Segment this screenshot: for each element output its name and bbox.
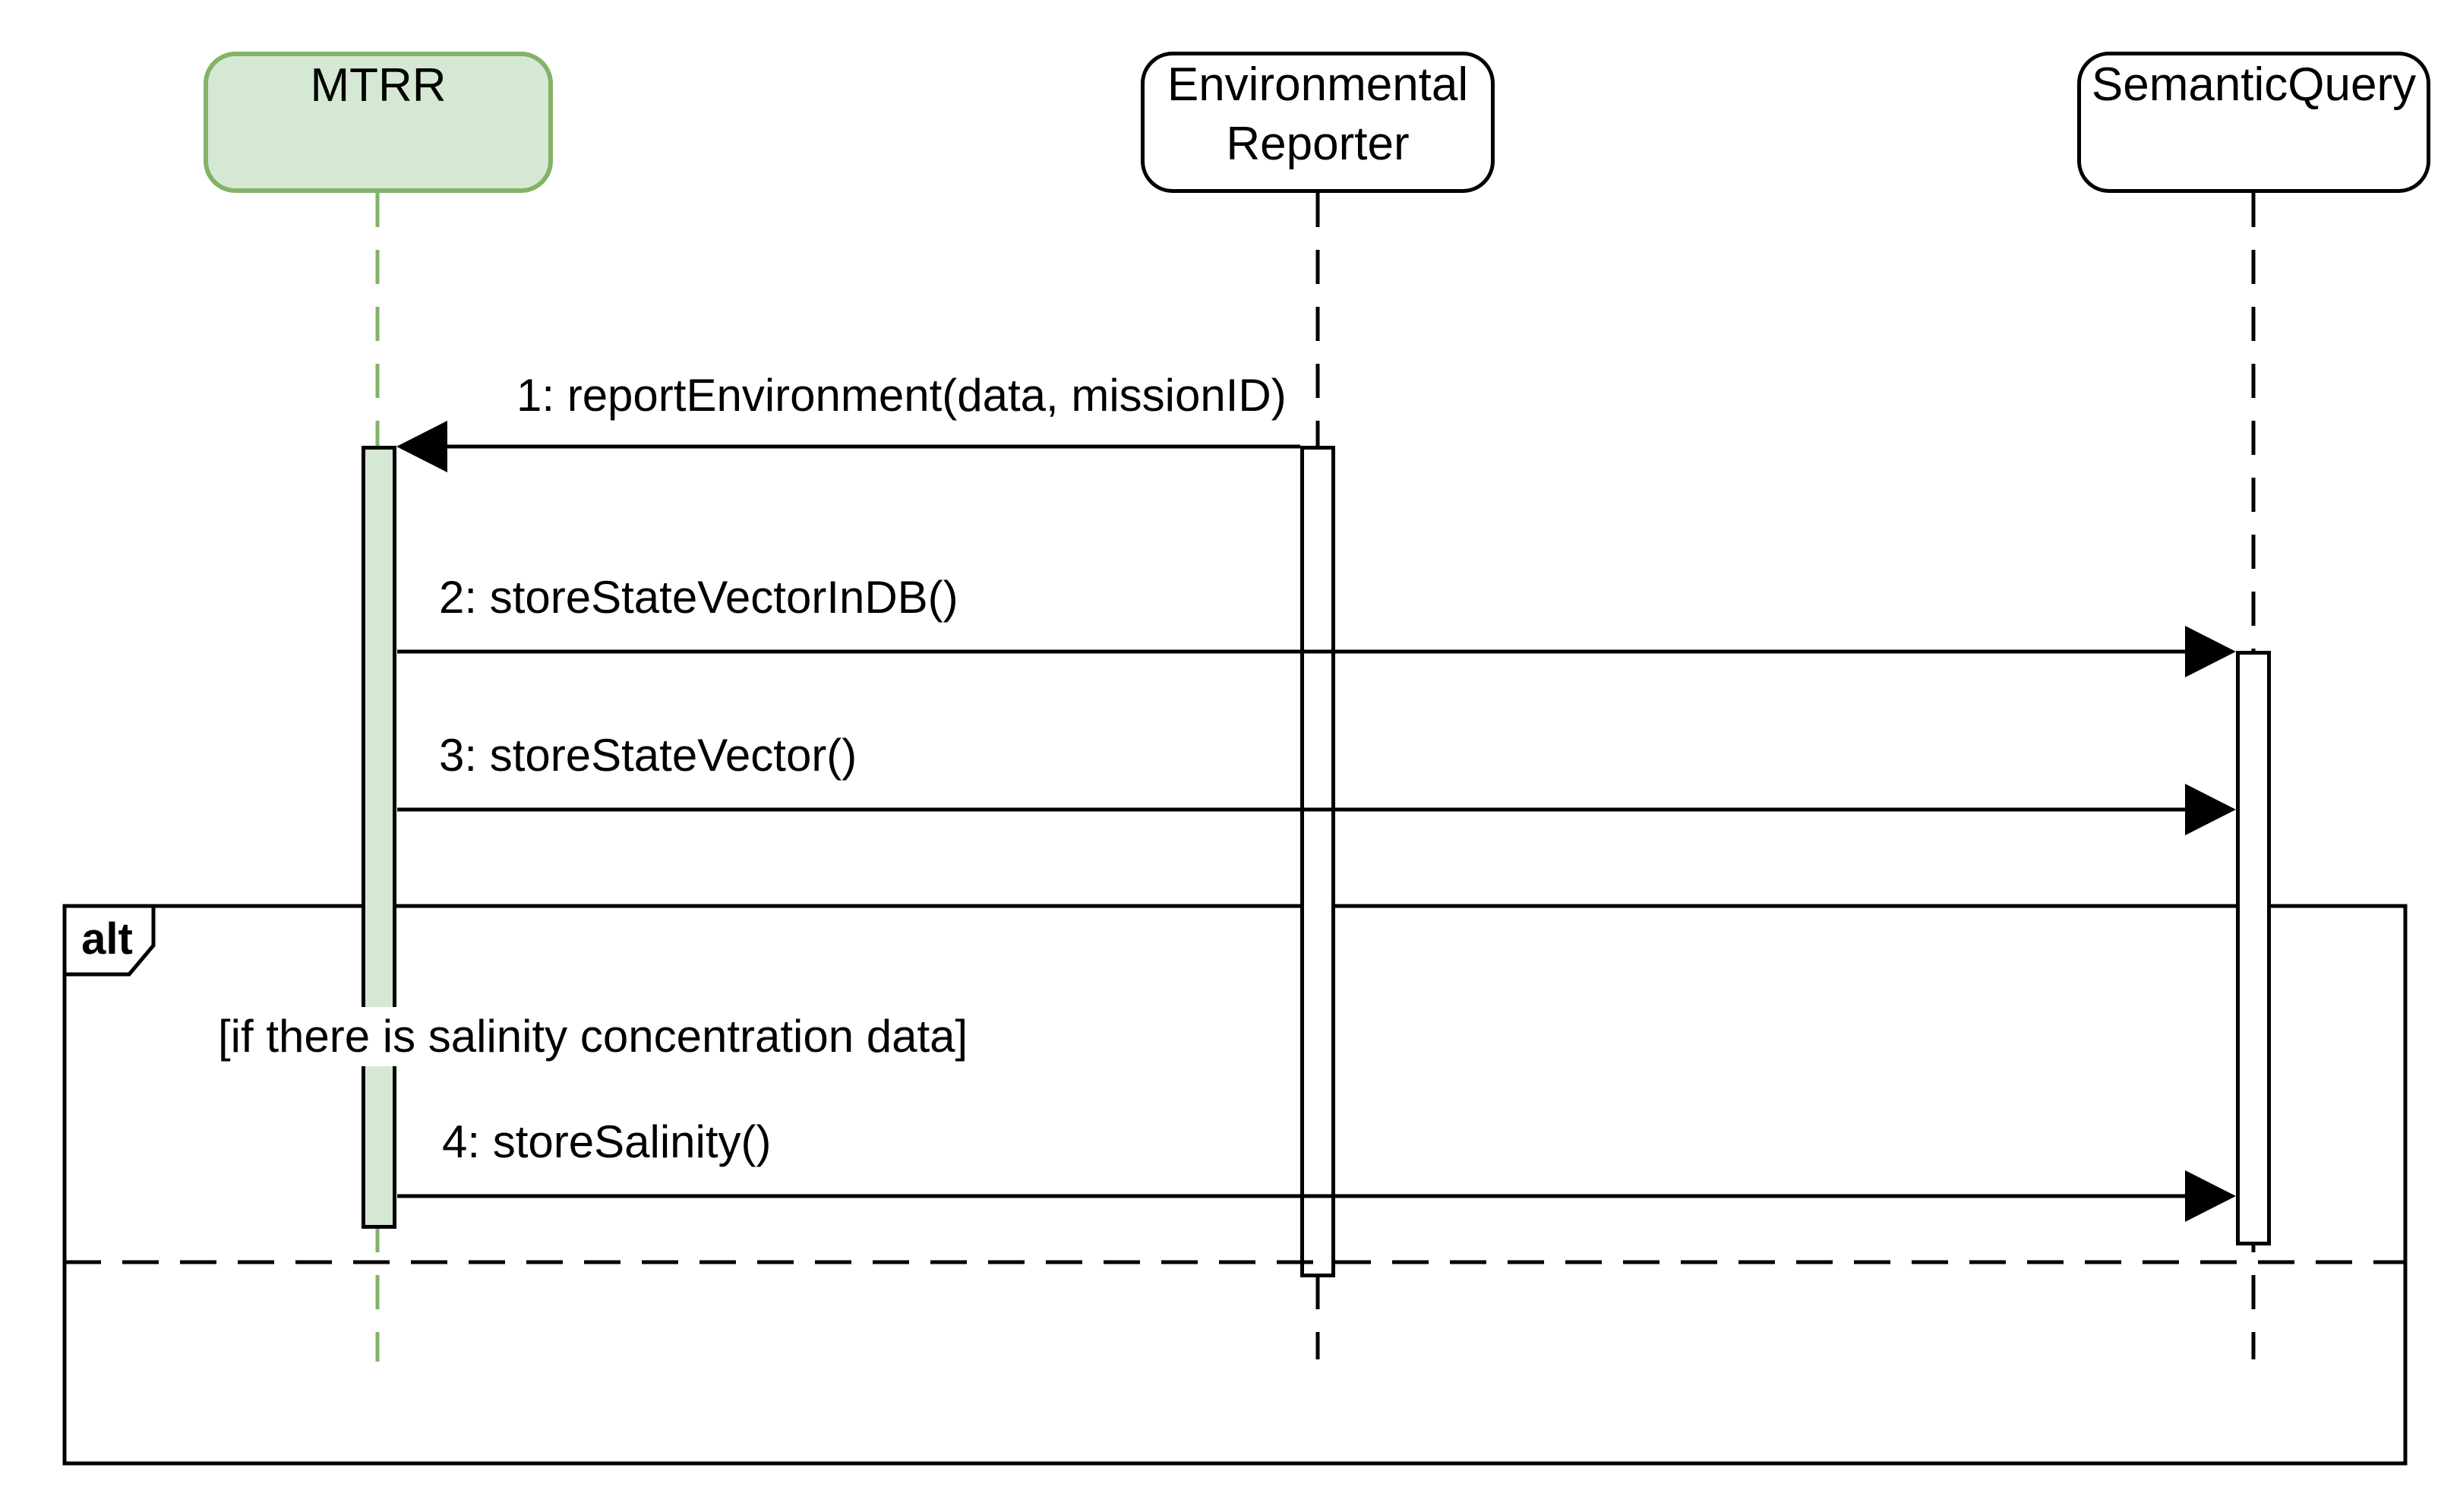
message-4-arrowhead — [2185, 1170, 2236, 1222]
participant-label-semanticquery: SemanticQuery — [2091, 58, 2417, 111]
participant-box-mtrr: MTRR — [204, 52, 553, 193]
message-1-arrowhead — [396, 421, 447, 472]
message-3-arrowhead — [2185, 784, 2236, 835]
message-3-label: 3: storeStateVector() — [439, 730, 857, 781]
participant-label-environmental: Environmental — [1167, 58, 1469, 111]
participant-box-semanticquery: SemanticQuery — [2077, 52, 2430, 193]
activation-bar-semanticquery — [2236, 651, 2271, 1245]
message-2-label: 2: storeStateVectorInDB() — [439, 572, 958, 623]
activation-bar-mtrr — [362, 446, 396, 1229]
alt-operator-label: alt — [81, 914, 133, 964]
participant-label-mtrr: MTRR — [310, 59, 447, 112]
participant-label-reporter: Reporter — [1226, 118, 1410, 170]
alt-fragment-frame — [62, 904, 2408, 1466]
message-4-label: 4: storeSalinity() — [442, 1116, 772, 1167]
message-2-arrowhead — [2185, 626, 2236, 677]
activation-bar-environmental-reporter — [1300, 446, 1335, 1277]
message-1-label: 1: reportEnvironment(data, missionID) — [516, 370, 1287, 421]
alt-guard-label: [if there is salinity concentration data… — [207, 1007, 979, 1066]
participant-box-environmental-reporter: Environmental Reporter — [1141, 52, 1495, 193]
alt-operator-tab — [62, 904, 156, 977]
